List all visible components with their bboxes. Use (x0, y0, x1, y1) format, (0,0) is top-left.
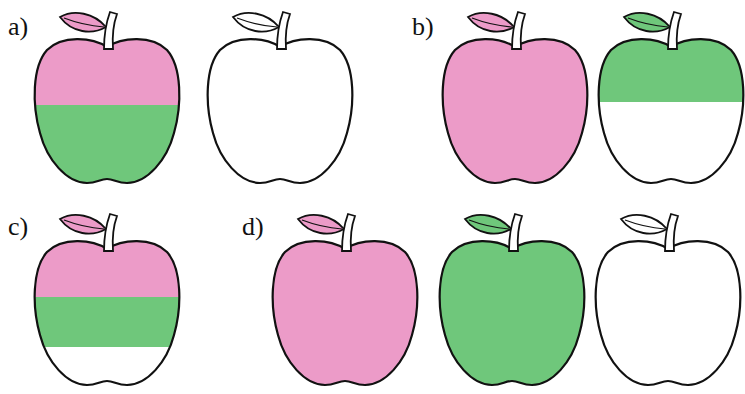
apple (205, 5, 355, 195)
apple (593, 207, 743, 394)
panel-label: d) (242, 214, 264, 240)
apple (32, 5, 182, 195)
apple (437, 207, 587, 394)
panel-label: b) (412, 14, 434, 40)
apple (270, 207, 420, 394)
apple (32, 207, 182, 394)
panel-label: c) (8, 214, 28, 240)
apple (440, 5, 590, 195)
apple (596, 5, 745, 195)
panel-label: a) (8, 14, 28, 40)
